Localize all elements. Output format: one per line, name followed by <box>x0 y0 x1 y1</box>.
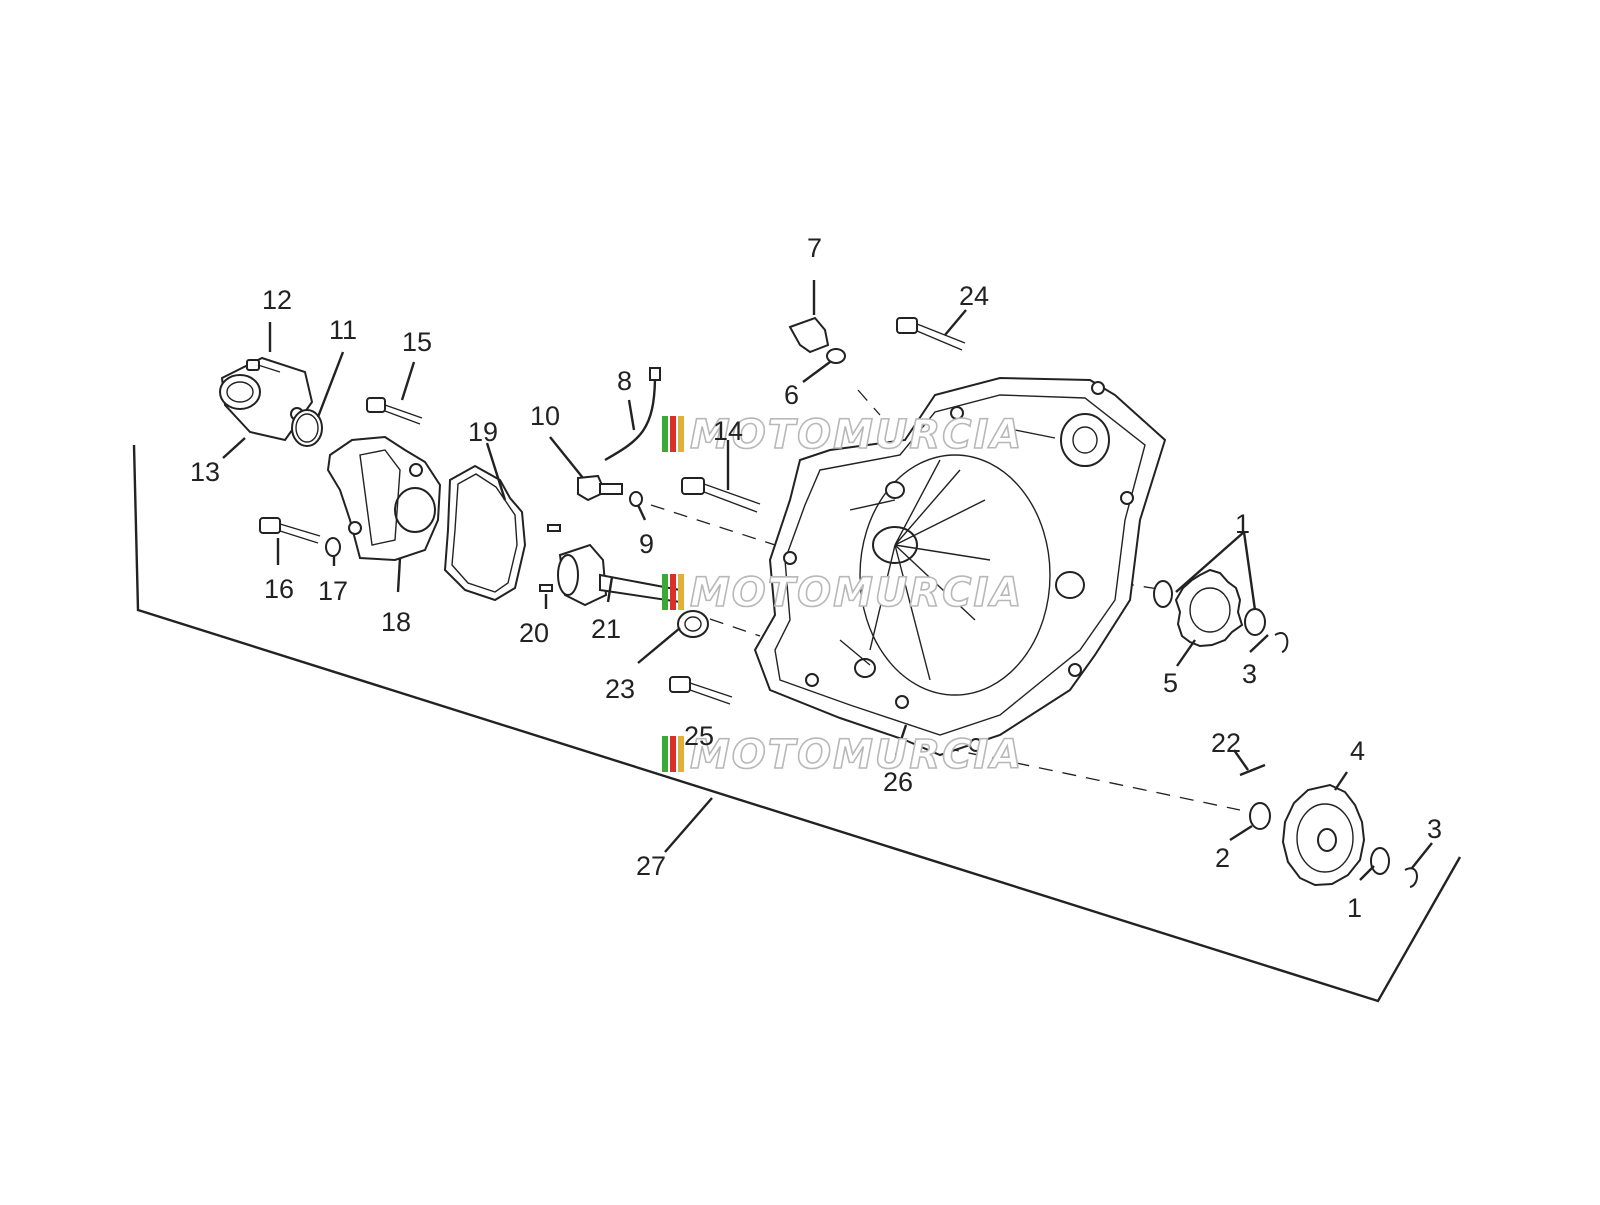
callout-3-upper: 3 <box>1242 659 1257 689</box>
callout-21: 21 <box>591 614 621 644</box>
watermark-middle: MOTOMURCIA <box>662 569 1023 617</box>
callout-11: 11 <box>329 315 357 345</box>
breather-hose <box>604 374 657 462</box>
hose-fitting <box>577 474 623 502</box>
bolt <box>259 517 321 544</box>
bolt <box>366 397 423 425</box>
pin <box>1239 763 1266 777</box>
callout-26: 26 <box>883 767 913 797</box>
callout-2: 2 <box>1215 843 1230 873</box>
pump-impeller-shaft <box>557 543 681 607</box>
oil-seal <box>677 610 709 638</box>
callout-7: 7 <box>807 233 822 263</box>
callout-10: 10 <box>530 401 560 431</box>
callout-1-lower: 1 <box>1347 893 1362 923</box>
pump-gasket <box>443 464 527 602</box>
callout-16: 16 <box>264 574 294 604</box>
o-ring <box>291 409 323 447</box>
leader-lines <box>222 280 1433 881</box>
callout-24: 24 <box>959 281 989 311</box>
callout-18: 18 <box>381 607 411 637</box>
dowel-pin <box>547 524 561 532</box>
filler-plug <box>788 316 830 354</box>
callout-14: 14 <box>713 416 743 446</box>
callout-23: 23 <box>605 674 635 704</box>
callout-25: 25 <box>684 721 714 751</box>
callout-27: 27 <box>636 851 666 881</box>
screw <box>246 359 281 373</box>
lower-gear-group <box>1249 783 1418 888</box>
callout-15: 15 <box>402 327 432 357</box>
kit-bracket <box>132 444 1462 1003</box>
bolt <box>669 676 733 705</box>
svg-text:MOTOMURCIA: MOTOMURCIA <box>690 412 1023 458</box>
watermark-bottom: MOTOMURCIA <box>662 731 1023 779</box>
callout-labels: 12 11 13 15 16 17 18 19 20 21 10 8 9 14 … <box>190 233 1442 923</box>
callout-5: 5 <box>1163 668 1178 698</box>
dowel-pin <box>539 584 553 592</box>
water-pipe-fitting <box>219 356 314 442</box>
crankcase-cover <box>753 376 1167 757</box>
water-pump-cover <box>326 435 442 562</box>
upper-gear-group <box>1153 568 1289 653</box>
callout-9: 9 <box>639 529 654 559</box>
bolt <box>896 317 966 351</box>
callout-4: 4 <box>1350 736 1365 766</box>
bolt <box>681 477 761 513</box>
callout-8: 8 <box>617 366 632 396</box>
washer <box>325 537 341 557</box>
callout-17: 17 <box>318 576 348 606</box>
svg-text:MOTOMURCIA: MOTOMURCIA <box>690 570 1023 616</box>
callout-1-upper: 1 <box>1235 509 1250 539</box>
washer <box>629 491 643 507</box>
o-ring <box>826 348 846 364</box>
callout-6: 6 <box>784 380 799 410</box>
callout-22: 22 <box>1211 728 1241 758</box>
callout-20: 20 <box>519 618 549 648</box>
callout-13: 13 <box>190 457 220 487</box>
callout-19: 19 <box>468 417 498 447</box>
callout-12: 12 <box>262 285 292 315</box>
callout-3-lower: 3 <box>1427 814 1442 844</box>
watermark-top: MOTOMURCIA <box>662 411 1023 459</box>
svg-text:MOTOMURCIA: MOTOMURCIA <box>690 732 1023 778</box>
